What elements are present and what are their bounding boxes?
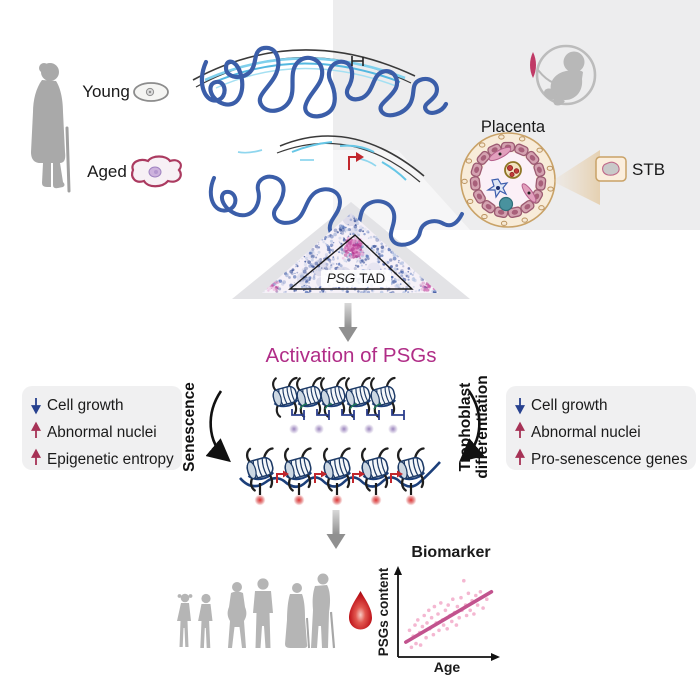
down-arrow-icon: [514, 398, 526, 415]
right-panel-item-2: Abnormal nuclei: [531, 424, 641, 441]
trophoblast-curved-arrow: [459, 390, 485, 463]
young-chromatin-ribbon: [199, 45, 449, 119]
right-panel-item-3: Pro-senescence genes: [531, 451, 688, 468]
chart-ylabel: PSGs content: [376, 567, 391, 656]
senescence-label: Senescence: [181, 382, 198, 472]
young-chromatin-diagram: [192, 45, 449, 119]
repressed-promoter-icons: [291, 409, 405, 420]
up-arrow-icon: [514, 421, 526, 438]
background-panels: [232, 0, 700, 299]
placenta-rim-nuclei: [461, 134, 554, 226]
down-flow-arrow-2: [326, 510, 346, 549]
down-arrow-icon: [30, 398, 42, 415]
expressed-gene-dots: [254, 483, 417, 506]
stb-label: STB: [632, 160, 665, 179]
chart-title: Biomarker: [411, 544, 490, 561]
elderly-woman-small-silhouette: [285, 583, 310, 649]
man-silhouette: [253, 578, 273, 648]
aged-chromatin-diagram: [208, 135, 464, 247]
stromal-cells: [486, 146, 537, 212]
young-label: Young: [82, 82, 130, 101]
psg-tad-outline: [288, 234, 414, 290]
senescence-curved-arrow: [205, 390, 231, 463]
girl-silhouette: [177, 593, 193, 647]
fetus-icon: [530, 44, 597, 106]
woman-silhouette: [227, 582, 247, 648]
placenta-diagram: [460, 132, 556, 228]
placenta-label: Placenta: [481, 118, 546, 136]
activation-title: Activation of PSGs: [266, 344, 437, 367]
elderly-man-silhouette: [311, 573, 336, 649]
teal-cell-icon: [498, 196, 514, 212]
h3k9me-mini-arrows: [299, 403, 382, 410]
right-panel-item-1: Cell growth: [531, 397, 608, 414]
young-cell-icon: [133, 82, 169, 102]
chart-xlabel: Age: [434, 659, 461, 675]
senescence-effects-panel: Cell growth Abnormal nuclei Epigenetic e…: [22, 386, 182, 470]
active-tss-icon: [348, 152, 364, 170]
placenta-mini-icon: [530, 52, 536, 78]
silenced-gene-dots: [289, 424, 398, 434]
repressed-nucleosome-row: [267, 372, 405, 434]
trend-line: [404, 589, 494, 644]
up-arrow-icon: [30, 421, 42, 438]
blood-drop-icon: [349, 591, 372, 630]
elderly-woman-silhouette: [31, 63, 71, 193]
aged-cell-icon: [131, 155, 182, 188]
boy-silhouette: [198, 593, 213, 648]
stb-callout: [552, 150, 627, 205]
stb-cell-icon: [602, 161, 620, 176]
active-nucleosome-row: [239, 442, 441, 506]
up-arrow-icon: [514, 448, 526, 465]
active-tss-arrows: [276, 470, 403, 483]
trophoblast-effects-panel: Cell growth Abnormal nuclei Pro-senescen…: [506, 386, 696, 470]
aged-chromatin-ribbon: [208, 174, 464, 247]
trophoblast-label-line1: Trophoblast: [457, 383, 474, 472]
left-panel-item-1: Cell growth: [47, 397, 124, 414]
left-panel-item-3: Epigenetic entropy: [47, 451, 174, 468]
repressed-tss-icon: [351, 56, 364, 66]
biomarker-chart: Biomarker PSGs content Age: [376, 544, 500, 675]
left-panel-item-2: Abnormal nuclei: [47, 424, 157, 441]
down-flow-arrow-1: [338, 303, 358, 342]
lifespan-silhouettes: [177, 573, 336, 649]
up-arrow-icon: [30, 448, 42, 465]
trophoblast-label-line2: differentiation: [474, 375, 491, 478]
trophoblast-cell-ring: [469, 141, 547, 219]
aged-label: Aged: [87, 162, 127, 181]
scatter-points: [405, 578, 489, 650]
